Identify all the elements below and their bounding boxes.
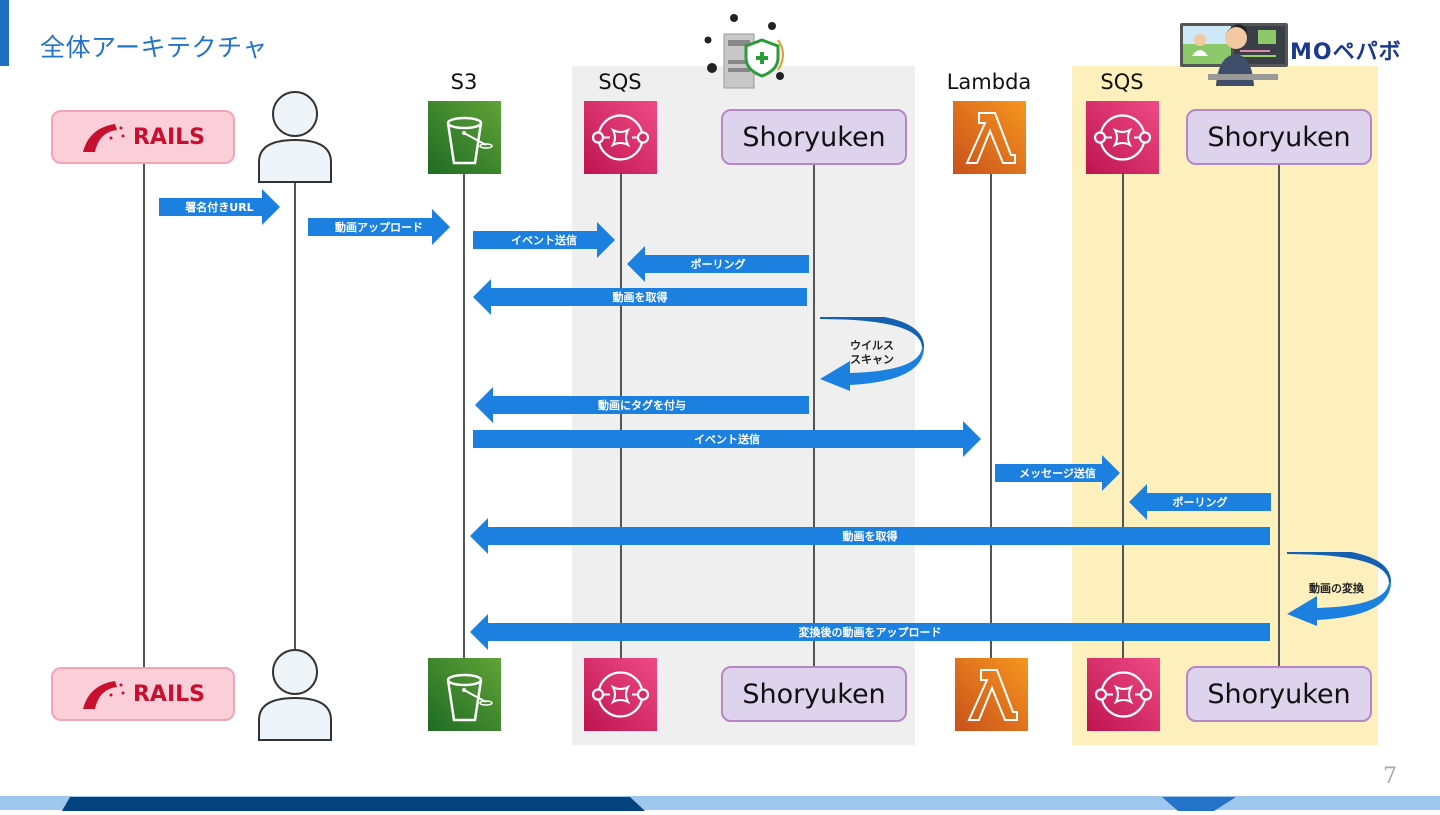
- self-loop-virus-scan: ウイルス スキャン: [820, 312, 926, 391]
- message-label: 署名付きURL: [185, 201, 254, 214]
- page-number: 7: [1383, 764, 1397, 789]
- arrow-shape: [473, 421, 981, 457]
- sqs-queue-icon: [591, 671, 650, 718]
- participant-sqs-2-top: [1086, 101, 1159, 174]
- participant-label-sqs-1: SQS: [598, 70, 642, 94]
- user-icon: [258, 649, 332, 741]
- curved-arrow-icon: [820, 312, 924, 391]
- participant-label-sqs-2: SQS: [1100, 70, 1144, 94]
- lifeline-lambda: [990, 174, 992, 658]
- participant-lambda-top: [953, 101, 1026, 174]
- message-arrow: 動画を取得: [473, 279, 807, 315]
- message-label: 動画を取得: [842, 530, 898, 543]
- participant-lambda-bottom: [955, 658, 1028, 731]
- message-label: 変換後の動画をアップロード: [798, 626, 942, 639]
- message-label: 動画を取得: [612, 291, 668, 304]
- message-arrow: 動画アップロード: [308, 209, 450, 245]
- arrow-shape: [1129, 484, 1271, 520]
- lambda-icon: [967, 669, 1018, 721]
- participant-user-bottom: [257, 648, 333, 742]
- message-arrow: メッセージ送信: [995, 455, 1120, 491]
- lifeline-s3: [463, 174, 465, 658]
- self-loop-video-conversion: 動画の変換: [1287, 547, 1393, 626]
- participant-label-lambda: Lambda: [946, 70, 1032, 94]
- rails-logo-text: RAILS: [132, 124, 205, 150]
- participant-shoryuken-1-top: Shoryuken: [721, 109, 907, 165]
- message-arrow: 署名付きURL: [159, 189, 280, 225]
- lifeline-shoryuken-1: [813, 164, 815, 668]
- participant-s3-bottom: [428, 658, 501, 731]
- arrow-shape: [470, 614, 1270, 650]
- participant-user-top: [257, 90, 333, 184]
- participant-sqs-1-bottom: [584, 658, 657, 731]
- arrow-shape: [308, 209, 450, 245]
- arrow-shape: [159, 189, 280, 225]
- footer-decoration: [0, 796, 1440, 811]
- sqs-queue-icon: [591, 114, 650, 161]
- rails-logo-icon: [82, 681, 125, 709]
- message-arrow: イベント送信: [473, 421, 981, 457]
- arrow-shape: [470, 518, 1270, 554]
- participant-s3-top: [428, 101, 501, 174]
- participant-label-s3: S3: [450, 70, 478, 94]
- participant-sqs-2-bottom: [1087, 658, 1160, 731]
- virus-scan-illustration: [700, 10, 790, 90]
- company-logo: MOペパボ: [1290, 40, 1402, 65]
- participant-rails-bottom: RAILS: [51, 667, 235, 721]
- lifeline-rails: [143, 164, 145, 668]
- message-label: ポーリング: [1172, 496, 1228, 509]
- s3-bucket-icon: [446, 673, 493, 722]
- lifeline-shoryuken-2: [1278, 164, 1280, 668]
- page-title: 全体アーキテクチャ: [40, 33, 268, 62]
- message-arrow: 変換後の動画をアップロード: [470, 614, 1270, 650]
- message-label: メッセージ送信: [1019, 467, 1096, 480]
- arrow-shape: [995, 455, 1120, 491]
- rails-logo-text: RAILS: [132, 681, 205, 707]
- video-editing-illustration: [1178, 20, 1290, 86]
- arrow-shape: [473, 222, 615, 258]
- message-arrow: ポーリング: [627, 246, 809, 282]
- title-accent-bar: [0, 0, 9, 66]
- curved-arrow-icon: [1287, 547, 1391, 626]
- participant-shoryuken-2-bottom: Shoryuken: [1186, 666, 1372, 722]
- message-arrow: 動画にタグを付与: [475, 387, 809, 423]
- self-loop-label: ウイルス スキャン: [850, 339, 894, 366]
- message-label: ポーリング: [690, 258, 746, 271]
- arrow-shape: [627, 246, 809, 282]
- message-label: イベント送信: [511, 234, 577, 247]
- sqs-queue-icon: [1094, 671, 1153, 718]
- lifeline-user: [294, 182, 296, 650]
- arrow-shape: [473, 279, 807, 315]
- participant-shoryuken-1-bottom: Shoryuken: [721, 666, 907, 722]
- message-label: 動画アップロード: [335, 221, 423, 234]
- participant-sqs-1-top: [584, 101, 657, 174]
- self-loop-label: 動画の変換: [1309, 582, 1364, 595]
- rails-logo-icon: [82, 124, 125, 152]
- user-icon: [258, 91, 332, 183]
- arrow-shape: [475, 387, 809, 423]
- lifeline-sqs-2: [1122, 174, 1124, 658]
- participant-shoryuken-2-top: Shoryuken: [1186, 109, 1372, 165]
- message-arrow: イベント送信: [473, 222, 615, 258]
- message-label: イベント送信: [694, 433, 760, 446]
- sqs-queue-icon: [1093, 114, 1152, 161]
- s3-bucket-icon: [446, 116, 493, 165]
- message-arrow: ポーリング: [1129, 484, 1271, 520]
- lifeline-sqs-1: [620, 174, 622, 658]
- message-arrow: 動画を取得: [470, 518, 1270, 554]
- participant-rails-top: RAILS: [51, 110, 235, 164]
- lambda-icon: [965, 112, 1016, 164]
- message-label: 動画にタグを付与: [598, 399, 686, 412]
